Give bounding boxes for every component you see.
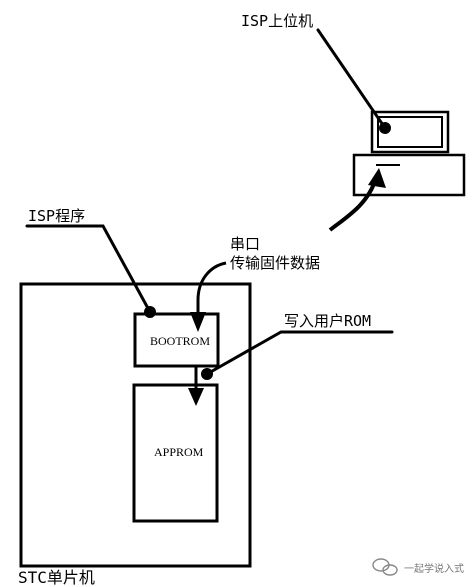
write-rom-leader <box>205 330 394 376</box>
serial-arrow-host-head <box>368 168 386 188</box>
host-leader-line <box>316 28 387 130</box>
isp-program-leader <box>25 224 152 314</box>
serial-arrow-bootrom-head <box>190 312 206 332</box>
approm-box <box>132 383 219 523</box>
serial-label-line1: 串口 <box>230 235 260 253</box>
write-rom-label: 写入用户ROM <box>284 312 371 330</box>
bootrom-label: BOOTROM <box>150 334 210 348</box>
monitor-screen <box>377 116 443 148</box>
serial-label-line2: 传输固件数据 <box>230 254 320 272</box>
stc-chip-label: STC单片机 <box>18 568 95 587</box>
write-rom-dot <box>201 368 213 380</box>
isp-program-dot <box>144 306 156 318</box>
isp-program-label: ISP程序 <box>28 207 85 225</box>
boot-to-app-arrow-head <box>188 388 204 406</box>
host-label: ISP上位机 <box>241 12 313 30</box>
watermark: 一起学说入式 <box>372 558 464 576</box>
approm-label: APPROM <box>154 445 204 459</box>
serial-arrow-bootrom <box>196 261 227 312</box>
wechat-logo-icon <box>372 558 398 576</box>
watermark-text: 一起学说入式 <box>404 562 464 575</box>
bootrom-box <box>133 312 220 368</box>
